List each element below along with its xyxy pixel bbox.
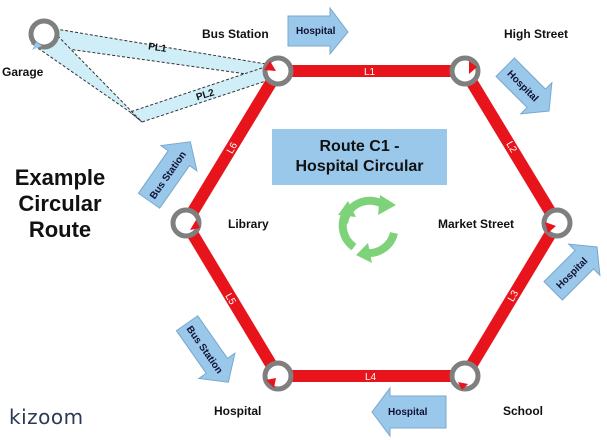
stop-label-high-street: High Street — [504, 27, 568, 41]
stop-bus-station[interactable]: Bus Station — [202, 27, 294, 87]
diagram-heading: Example Circular Route — [0, 165, 120, 243]
stop-label-garage: Garage — [2, 65, 44, 79]
stop-library[interactable]: Library — [170, 207, 269, 239]
direction-arrow-top-label: Hospital — [296, 26, 336, 37]
direction-arrow-right-upper: Hospital — [495, 57, 553, 115]
segment-label-l6: L6 — [225, 140, 240, 156]
stop-label-bus-station: Bus Station — [202, 27, 269, 41]
segment-label-pl1: PL1 — [147, 41, 167, 55]
route-title: Route C1 - Hospital Circular — [295, 137, 423, 177]
segment-label-l3: L3 — [506, 288, 521, 304]
route-title-line1: Route C1 - — [319, 138, 400, 155]
route-title-line2: Hospital Circular — [295, 158, 424, 175]
stop-garage[interactable]: Garage — [2, 18, 60, 79]
stop-label-library: Library — [228, 217, 269, 231]
direction-arrow-left-lower: Bus Station — [175, 315, 236, 383]
stop-school[interactable]: School — [449, 360, 543, 418]
recycle-icon — [338, 195, 398, 263]
direction-arrow-top: Hospital — [287, 6, 349, 56]
diagram-heading-line1: Example — [14, 165, 106, 190]
stop-label-school: School — [503, 404, 543, 418]
diagram-heading-line2: Circular — [18, 191, 102, 216]
stop-label-hospital: Hospital — [214, 404, 261, 418]
segment-label-l1: L1 — [364, 67, 376, 78]
garage-link: PL1 PL2 — [30, 27, 279, 123]
stop-label-market-street: Market Street — [438, 217, 514, 231]
diagram-heading-line3: Route — [28, 217, 92, 242]
segment-label-l4: L4 — [365, 372, 377, 383]
segment-label-l2: L2 — [503, 140, 518, 156]
direction-arrow-bottom: Hospital — [371, 386, 447, 438]
stop-high-street[interactable]: High Street — [449, 27, 568, 87]
stop-market-street[interactable]: Market Street — [438, 207, 573, 239]
kizoom-logo: kizoom — [9, 405, 84, 429]
route-title-box: Route C1 - Hospital Circular — [272, 129, 447, 185]
segment-label-pl2: PL2 — [195, 87, 216, 103]
stop-hospital[interactable]: Hospital — [214, 360, 294, 418]
direction-arrow-bottom-label: Hospital — [388, 407, 428, 418]
segment-label-l5: L5 — [222, 292, 237, 308]
